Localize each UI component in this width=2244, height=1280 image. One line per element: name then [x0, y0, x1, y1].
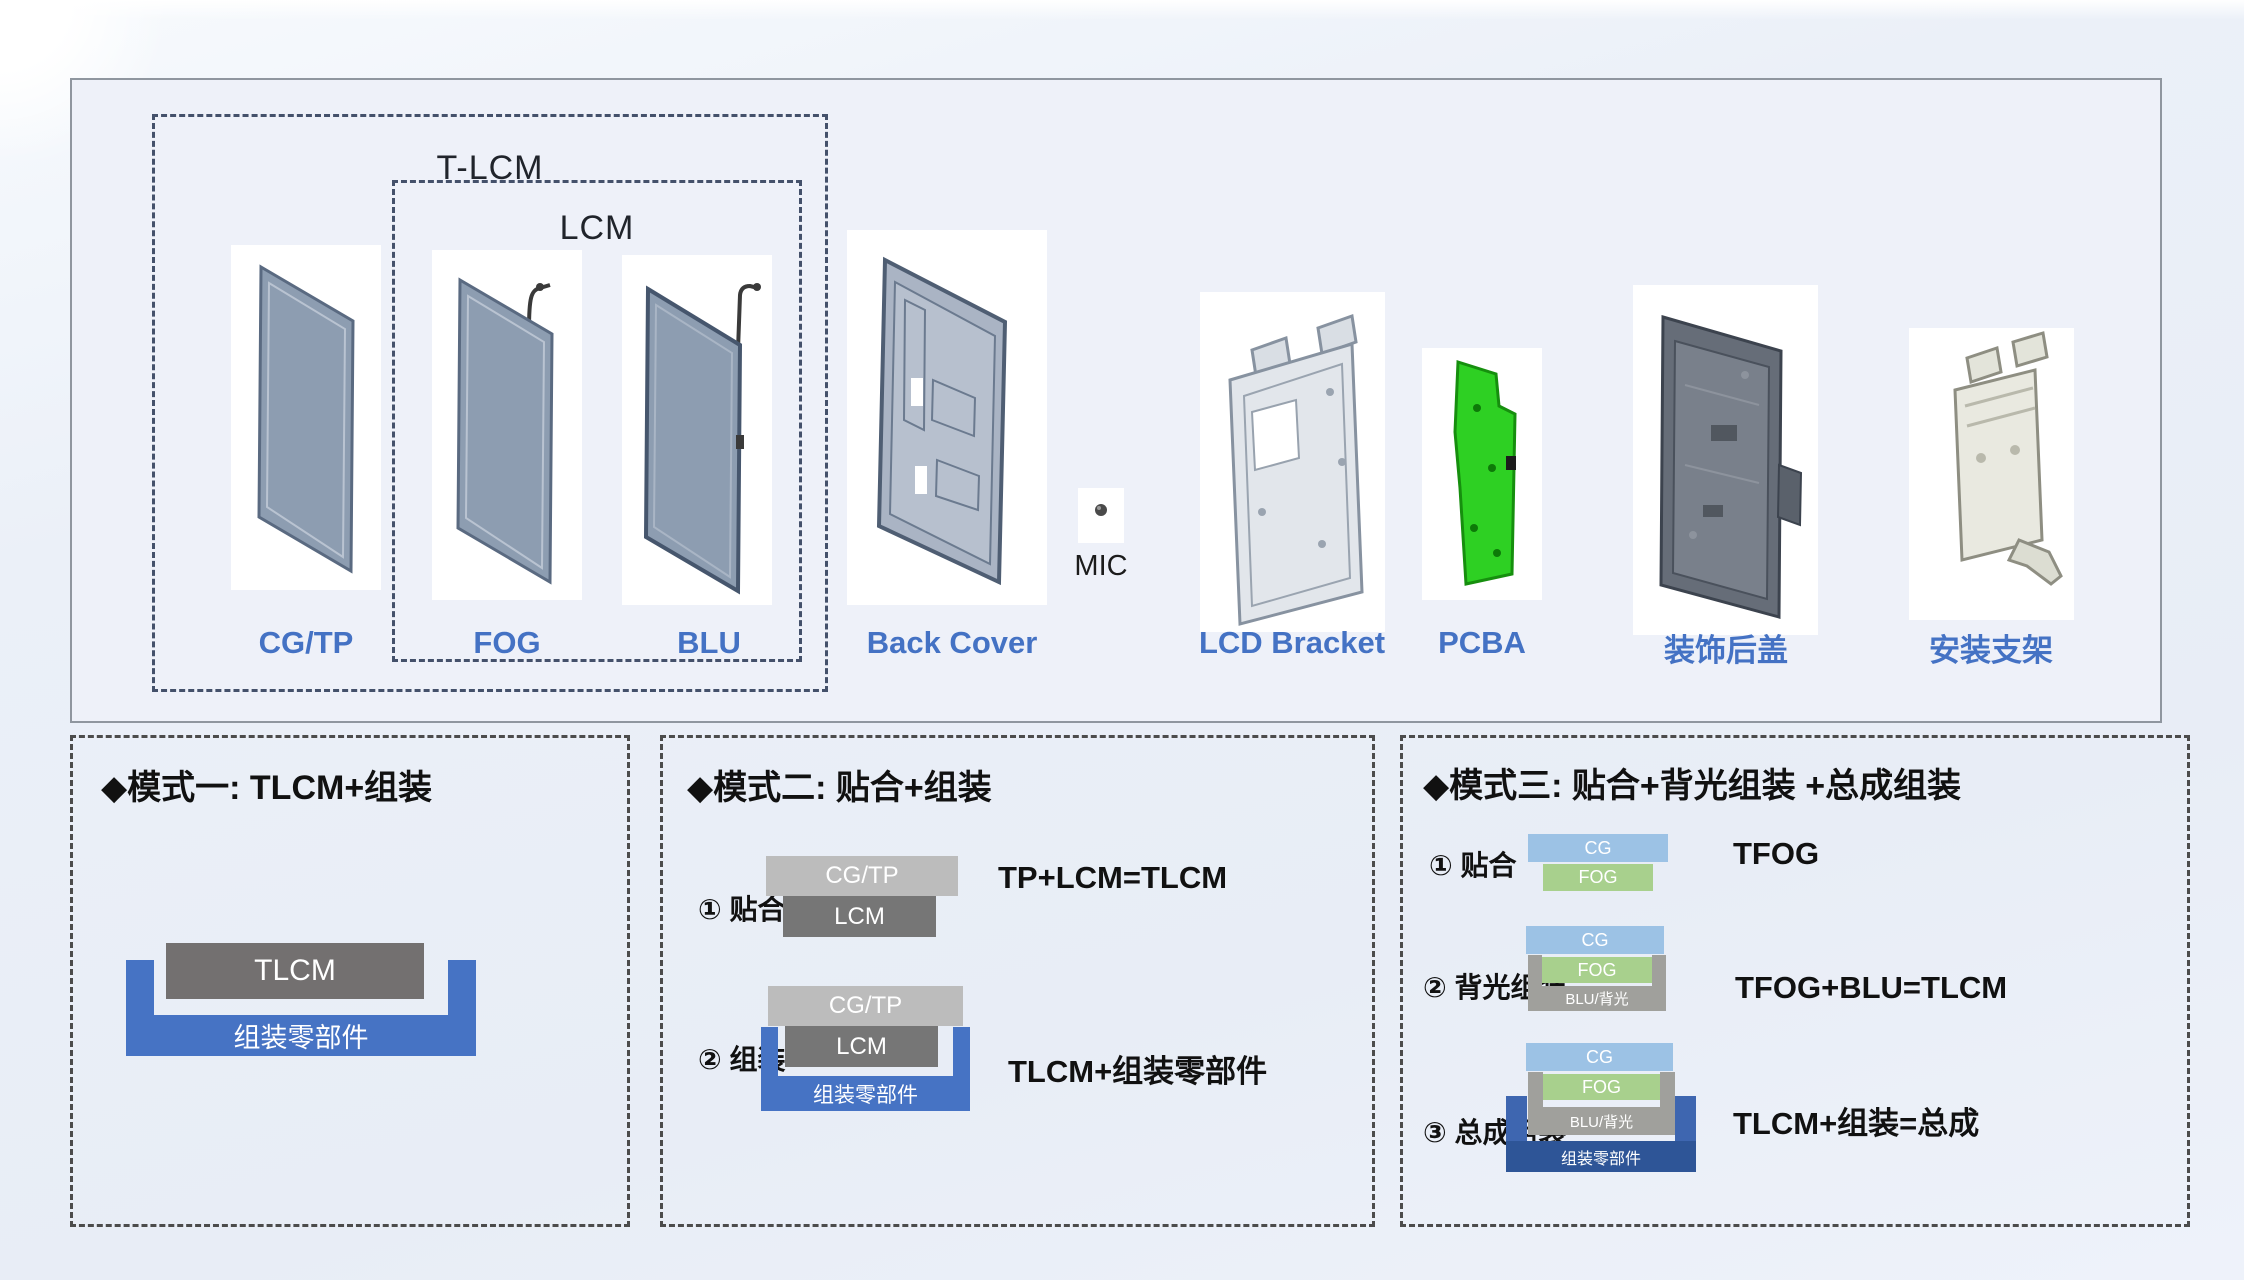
component-label-fog: FOG — [473, 625, 541, 660]
mode2-step1-label: ① 贴合 — [698, 894, 786, 925]
mode1-assembly-tray: 组装零部件 — [126, 960, 476, 1056]
back-cover-image — [876, 256, 1008, 586]
mode3-step3-cg-block: CG — [1526, 1043, 1673, 1071]
mode3-step2-blu-label: BLU/背光 — [1528, 986, 1666, 1011]
mode3-step2-result: TFOG+BLU=TLCM — [1735, 970, 2008, 1005]
component-label-mic: MIC — [1074, 550, 1128, 582]
mode2-step1-cgtp-block: CG/TP — [766, 856, 958, 896]
component-label-pcba: PCBA — [1438, 625, 1526, 660]
mode3-step3-blu-tray: BLU/背光 — [1528, 1072, 1675, 1135]
lcd-bracket-image — [1228, 313, 1364, 626]
deco-cover-image — [1659, 315, 1803, 619]
mode1-title: ◆模式一: TLCM+组装 — [101, 769, 433, 807]
component-label-deco-cover: 装饰后盖 — [1664, 633, 1788, 668]
mode3-panel: ◆模式三: 贴合+背光组装 +总成组装 ① 贴合 CG FOG TFOG ② 背… — [1400, 735, 2190, 1227]
blu-panel-image — [643, 283, 761, 595]
component-card-fog — [432, 250, 582, 600]
components-section: T-LCM LCM — [70, 78, 2162, 723]
component-card-deco-cover — [1633, 285, 1818, 635]
mode3-step2-cg-block: CG — [1526, 926, 1664, 954]
mode1-tlcm-block: TLCM — [166, 943, 424, 999]
mode2-title: ◆模式二: 贴合+组装 — [687, 769, 992, 807]
component-card-back-cover — [847, 230, 1047, 605]
component-card-cgtp — [231, 245, 381, 590]
component-card-blu — [622, 255, 772, 605]
lcm-group-box: LCM — [392, 180, 802, 662]
lcm-group-label: LCM — [559, 209, 635, 247]
component-label-blu: BLU — [677, 625, 741, 660]
mode2-step1-lcm-block: LCM — [783, 896, 936, 937]
component-label-cgtp: CG/TP — [258, 625, 354, 660]
mode2-panel: ◆模式二: 贴合+组装 ① 贴合 CG/TP LCM TP+LCM=TLCM ②… — [660, 735, 1375, 1227]
component-card-lcd-bracket — [1200, 292, 1385, 632]
mode2-step2-cgtp-block: CG/TP — [768, 986, 963, 1026]
mode3-step1-result: TFOG — [1733, 836, 1820, 871]
mode3-step3-result: TLCM+组装=总成 — [1733, 1106, 1980, 1141]
mode1-panel: ◆模式一: TLCM+组装 TLCM 组装零部件 — [70, 735, 630, 1227]
cgtp-panel-image — [257, 264, 355, 574]
pcba-board-image — [1453, 359, 1517, 586]
mode2-assembly-tray: 组装零部件 — [761, 1027, 970, 1111]
mode3-step3-fog-block: FOG — [1543, 1074, 1660, 1100]
mode3-step2-fog-block: FOG — [1542, 957, 1652, 983]
mode3-step3-blu-label: BLU/背光 — [1528, 1107, 1675, 1135]
mode3-step1-cg-block: CG — [1528, 834, 1668, 862]
mode3-title: ◆模式三: 贴合+背光组装 +总成组装 — [1423, 767, 1962, 805]
component-card-pcba — [1422, 348, 1542, 600]
mode2-step2-lcm-block: LCM — [785, 1026, 938, 1067]
component-card-mic — [1078, 488, 1124, 543]
component-label-lcd-bracket: LCD Bracket — [1198, 625, 1386, 660]
mode3-step1-label: ① 贴合 — [1429, 850, 1517, 881]
component-card-mount-bracket — [1909, 328, 2074, 620]
mode3-step3-tray-label: 组装零部件 — [1506, 1141, 1696, 1172]
mode1-tray-label: 组装零部件 — [126, 1015, 476, 1056]
component-label-mount-bracket: 安装支架 — [1929, 633, 2053, 668]
mic-dot-image — [1095, 504, 1107, 516]
mode2-tray-label: 组装零部件 — [761, 1076, 970, 1111]
mode2-step1-result: TP+LCM=TLCM — [998, 860, 1228, 895]
mode3-step2-blu-tray: BLU/背光 — [1528, 955, 1666, 1011]
component-label-back-cover: Back Cover — [866, 625, 1038, 660]
mode2-step2-result: TLCM+组装零部件 — [1008, 1054, 1268, 1089]
mode3-step1-fog-block: FOG — [1543, 864, 1653, 891]
fog-panel-image — [456, 277, 554, 585]
mount-bracket-image — [1953, 331, 2063, 586]
mode3-step3-assembly-tray: 组装零部件 — [1506, 1096, 1696, 1172]
